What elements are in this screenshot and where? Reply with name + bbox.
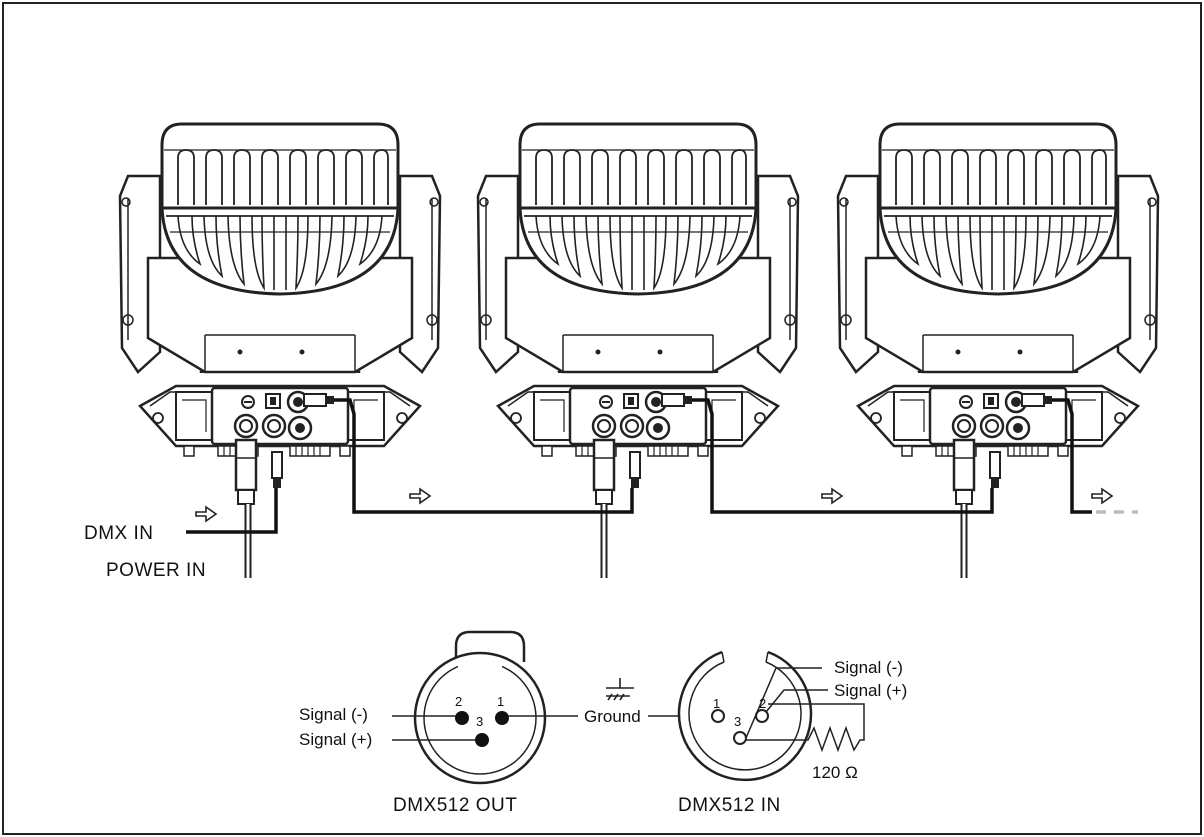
dmx512-out-connector [392, 630, 578, 785]
in-signal-plus-label: Signal (+) [834, 681, 907, 700]
ground-symbol-icon [606, 678, 634, 701]
power-in-label: POWER IN [106, 560, 206, 581]
in-signal-minus-label: Signal (-) [834, 658, 903, 677]
ground-label: Ground [584, 707, 641, 726]
power-cables [244, 504, 968, 578]
out-pin-3-label: 3 [476, 714, 483, 729]
dmx512-in-title: DMX512 IN [678, 795, 781, 816]
dmx512-out-title: DMX512 OUT [393, 795, 517, 816]
dmx512-in-connector [677, 650, 865, 782]
flow-arrows [195, 487, 1114, 523]
out-signal-minus-label: Signal (-) [299, 705, 368, 724]
dmx-in-label: DMX IN [84, 523, 154, 544]
out-pin-2-label: 2 [455, 694, 462, 709]
in-pin-1-label: 1 [713, 696, 720, 711]
resistor-value-label: 120 Ω [812, 763, 858, 782]
in-pin-2-label: 2 [759, 696, 766, 711]
out-signal-plus-label: Signal (+) [299, 730, 372, 749]
in-pin-3-label: 3 [734, 714, 741, 729]
out-pin-1-label: 1 [497, 694, 504, 709]
dmx-chain-cables [186, 398, 1092, 534]
